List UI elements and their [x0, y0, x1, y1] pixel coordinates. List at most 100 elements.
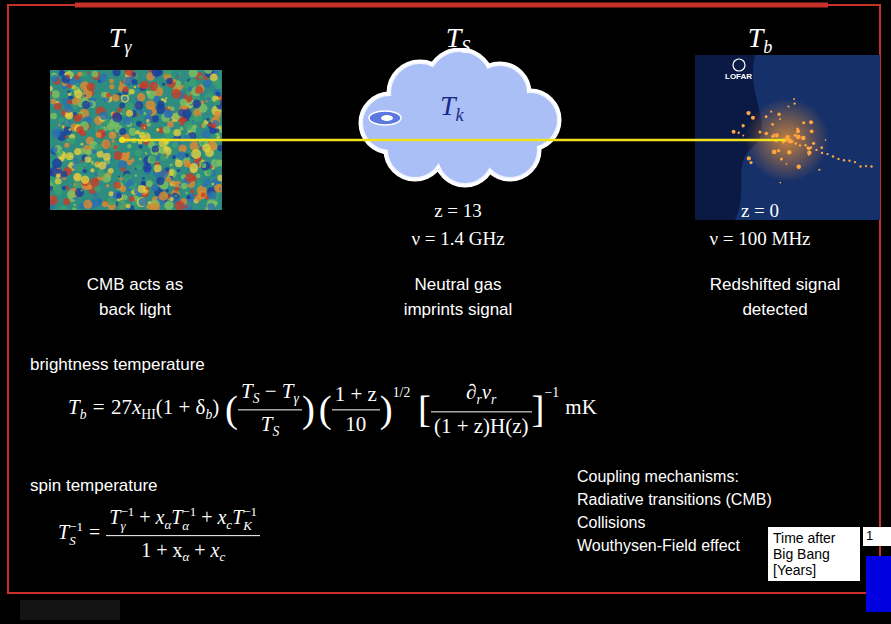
formula-text: b	[205, 408, 212, 423]
formula-text: (	[319, 388, 332, 431]
cmb-spot	[141, 180, 146, 185]
station-dot	[791, 140, 794, 143]
cmb-spot	[184, 121, 193, 130]
sub-superscript: −1α	[182, 505, 196, 532]
formula-text: mK	[565, 396, 597, 420]
cmb-spot	[84, 95, 86, 97]
cmb-spot	[123, 153, 130, 160]
cmb-spot	[145, 166, 148, 169]
station-dot	[793, 102, 795, 104]
station-dot	[785, 137, 790, 142]
redshift-value: z = 13	[434, 200, 482, 223]
cmb-spot	[165, 97, 167, 99]
formula-text: +	[194, 539, 205, 561]
cmb-spot	[139, 198, 147, 206]
formula-text: K	[243, 519, 257, 533]
cmb-spot	[212, 183, 214, 185]
stage-caption: Redshifted signal detected	[703, 272, 848, 322]
cmb-spot	[201, 159, 203, 161]
cmb-spot	[210, 73, 218, 81]
cmb-spot	[145, 100, 155, 110]
ray-origin	[119, 137, 125, 143]
cmb-spot	[195, 195, 202, 202]
station-dot	[738, 132, 740, 134]
cmb-spot	[185, 173, 195, 183]
cmb-spot	[195, 86, 203, 94]
cmb-spot	[83, 169, 87, 173]
cmb-spot	[196, 174, 201, 179]
formula-text: 1 + x	[141, 539, 182, 561]
cmb-spot	[177, 169, 180, 172]
cmb-spot	[103, 153, 111, 161]
cmb-spot	[175, 201, 185, 210]
cmb-spot	[181, 183, 187, 189]
cmb-spot	[188, 130, 190, 132]
cmb-spot	[201, 130, 210, 139]
cmb-spot	[62, 75, 71, 84]
cmb-spot	[156, 177, 164, 185]
sub-superscript: −1K	[243, 505, 257, 532]
station-dot	[820, 146, 823, 149]
cmb-spot	[129, 196, 135, 202]
cmb-spot	[203, 80, 211, 88]
formula-text: T	[261, 413, 273, 437]
cmb-spot	[178, 109, 185, 116]
cmb-spot	[160, 169, 168, 177]
station-dot	[758, 131, 761, 134]
cmb-spot	[76, 126, 84, 134]
fraction: TS−TγTS	[238, 379, 302, 440]
list-item: Radiative transitions (CMB)	[577, 490, 772, 509]
cmb-spot	[193, 124, 197, 128]
cmb-spot	[136, 164, 142, 170]
cmb-spot	[167, 79, 176, 88]
cmb-spot	[52, 90, 60, 98]
cmb-spot	[109, 132, 117, 140]
spin-formula: T−1S=T−1γ+xαT−1α+xcT−1K1 + xα+xc	[58, 505, 260, 565]
section-heading: spin temperature	[30, 476, 158, 496]
cmb-spot	[207, 203, 215, 210]
station-dot	[788, 138, 791, 141]
cmb-spot	[159, 192, 168, 201]
cmb-spot	[190, 198, 193, 201]
formula-text: (	[225, 388, 238, 431]
cmb-spot	[98, 161, 106, 169]
cmb-spot	[152, 145, 159, 152]
cmb-spot	[179, 184, 182, 187]
cmb-spot	[80, 143, 83, 146]
cmb-spot	[119, 93, 122, 96]
formula-text: =	[89, 522, 100, 544]
cmb-spot	[180, 85, 184, 89]
cmb-spot	[207, 123, 211, 127]
cmb-spot	[190, 92, 193, 95]
cmb-spot	[137, 197, 147, 207]
cmb-spot	[97, 170, 104, 177]
cmb-spot	[192, 120, 194, 122]
station-dot	[786, 163, 788, 165]
cmb-spot	[51, 129, 60, 138]
cmb-spot	[93, 192, 97, 196]
cmb-spot	[172, 155, 176, 159]
formula-text: S	[69, 534, 83, 548]
cmb-spot	[169, 197, 173, 201]
cmb-spot	[194, 194, 197, 197]
frequency-value: ν = 100 MHz	[709, 228, 810, 251]
cmb-spot	[183, 160, 190, 167]
cmb-spot	[109, 84, 114, 89]
formula-text: [	[418, 388, 431, 431]
cmb-spot	[73, 173, 81, 181]
cmb-spot	[143, 164, 152, 173]
station-dot	[796, 131, 798, 133]
cmb-spot	[129, 89, 134, 94]
gas-cloud: Tk	[350, 48, 565, 188]
cmb-spot	[175, 159, 183, 167]
cmb-spot	[201, 192, 206, 197]
station-dot	[796, 164, 800, 168]
cmb-spot	[71, 163, 74, 166]
cmb-spot	[102, 201, 108, 207]
list-item: Wouthysen-Field effect	[577, 536, 740, 555]
formula-text: α	[182, 549, 189, 564]
station-dot	[854, 161, 856, 163]
formula-text: γ	[120, 519, 134, 533]
formula-text: +	[139, 507, 150, 529]
cmb-spot	[177, 76, 179, 78]
